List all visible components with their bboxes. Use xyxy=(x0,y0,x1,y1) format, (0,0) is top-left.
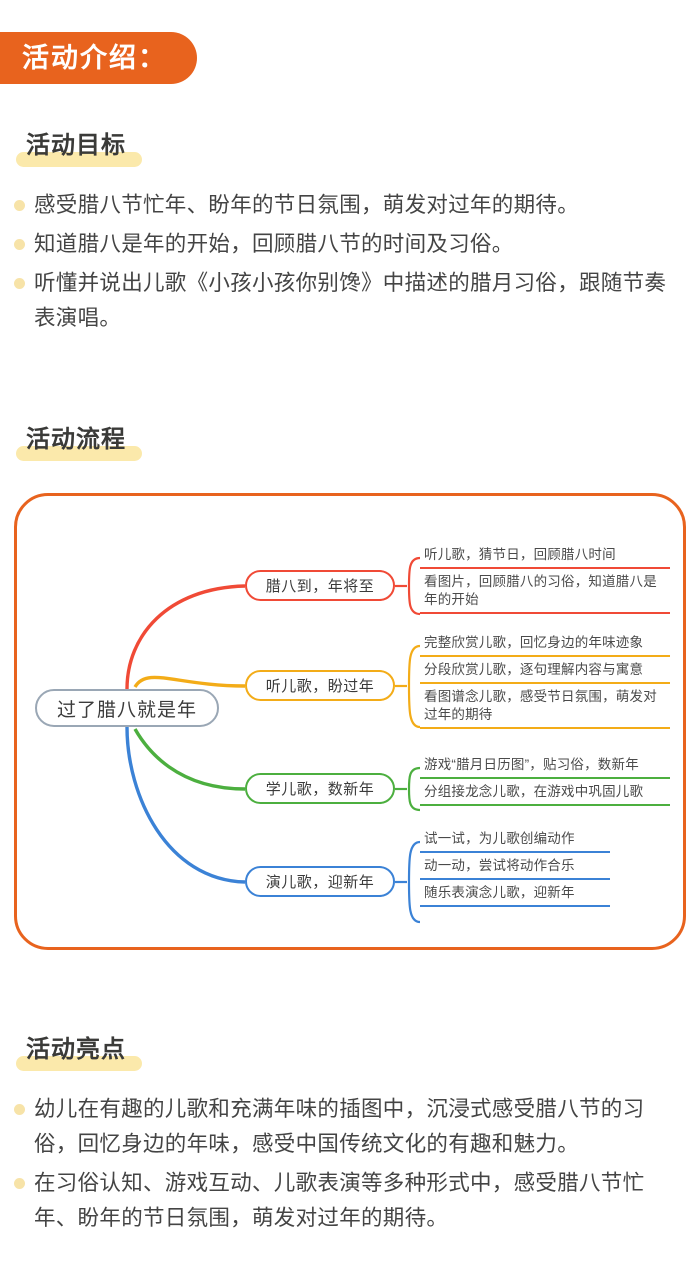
mindmap-branch-node-2[interactable]: 听儿歌，盼过年 xyxy=(245,670,395,701)
section-heading-highlights-text: 活动亮点 xyxy=(16,1038,142,1071)
mindmap-connectors xyxy=(125,556,421,924)
bullet-dot-icon xyxy=(14,278,25,289)
connector-branch-2 xyxy=(133,675,246,688)
connector-branch-1 xyxy=(125,584,246,690)
mindmap-root-node[interactable]: 过了腊八就是年 xyxy=(35,689,219,727)
intro-banner: 活动介绍： xyxy=(0,32,197,84)
mindmap-leaf-group-3: 游戏“腊月日历图”，贴习俗，数新年 分组接龙念儿歌，在游戏中巩固儿歌 xyxy=(420,752,675,806)
mindmap-frame: 过了腊八就是年 腊八到，年将至 听儿歌，猜节日，回顾腊八时间 看图片，回顾腊八的… xyxy=(14,493,686,950)
bullet-dot-icon xyxy=(14,239,25,250)
list-item: 在习俗认知、游戏互动、儿歌表演等多种形式中，感受腊八节忙年、盼年的节日氛围，萌发… xyxy=(14,1166,686,1236)
section-heading-highlights: 活动亮点 xyxy=(16,1038,142,1071)
list-item: 听懂并说出儿歌《小孩小孩你别馋》中描述的腊月习俗，跟随节奏表演唱。 xyxy=(14,266,686,336)
mindmap-leaf[interactable]: 完整欣赏儿歌，回忆身边的年味迹象 xyxy=(420,630,670,657)
connector-branch-4 xyxy=(125,726,246,884)
mindmap-leaf[interactable]: 分段欣赏儿歌，逐句理解内容与寓意 xyxy=(420,657,670,684)
mindmap-branch-node-1[interactable]: 腊八到，年将至 xyxy=(245,570,395,601)
bullet-dot-icon xyxy=(14,200,25,211)
section-heading-flow: 活动流程 xyxy=(16,428,142,461)
mindmap-leaf[interactable]: 游戏“腊月日历图”，贴习俗，数新年 xyxy=(420,752,670,779)
bullet-dot-icon xyxy=(14,1178,25,1189)
connector-branch-3 xyxy=(133,728,246,791)
mindmap-leaf[interactable]: 看图片，回顾腊八的习俗，知道腊八是年的开始 xyxy=(420,569,670,614)
list-item-text: 感受腊八节忙年、盼年的节日氛围，萌发对过年的期待。 xyxy=(34,193,580,217)
mindmap-leaf[interactable]: 动一动，尝试将动作合乐 xyxy=(420,853,610,880)
mindmap-leaf-group-2: 完整欣赏儿歌，回忆身边的年味迹象 分段欣赏儿歌，逐句理解内容与寓意 看图谱念儿歌… xyxy=(420,630,675,729)
section-heading-flow-text: 活动流程 xyxy=(16,428,142,461)
mindmap-leaf[interactable]: 听儿歌，猜节日，回顾腊八时间 xyxy=(420,542,670,569)
mindmap-branch-node-4[interactable]: 演儿歌，迎新年 xyxy=(245,866,395,897)
goals-list: 感受腊八节忙年、盼年的节日氛围，萌发对过年的期待。 知道腊八是年的开始，回顾腊八… xyxy=(14,188,686,340)
list-item: 知道腊八是年的开始，回顾腊八节的时间及习俗。 xyxy=(14,227,686,262)
list-item: 幼儿在有趣的儿歌和充满年味的插图中，沉浸式感受腊八节的习俗，回忆身边的年味，感受… xyxy=(14,1092,686,1162)
mindmap-leaf-group-4: 试一试，为儿歌创编动作 动一动，尝试将动作合乐 随乐表演念儿歌，迎新年 xyxy=(420,826,675,907)
list-item: 感受腊八节忙年、盼年的节日氛围，萌发对过年的期待。 xyxy=(14,188,686,223)
mindmap-leaf[interactable]: 看图谱念儿歌，感受节日氛围，萌发对过年的期待 xyxy=(420,684,670,729)
list-item-text: 幼儿在有趣的儿歌和充满年味的插图中，沉浸式感受腊八节的习俗，回忆身边的年味，感受… xyxy=(34,1097,645,1156)
mindmap-leaf-group-1: 听儿歌，猜节日，回顾腊八时间 看图片，回顾腊八的习俗，知道腊八是年的开始 xyxy=(420,542,675,614)
mindmap-leaf[interactable]: 试一试，为儿歌创编动作 xyxy=(420,826,610,853)
bullet-dot-icon xyxy=(14,1104,25,1115)
mindmap-leaf[interactable]: 随乐表演念儿歌，迎新年 xyxy=(420,880,610,907)
section-heading-goals: 活动目标 xyxy=(16,134,142,167)
intro-banner-wrap: 活动介绍： xyxy=(0,32,197,84)
mindmap-leaf[interactable]: 分组接龙念儿歌，在游戏中巩固儿歌 xyxy=(420,779,670,806)
list-item-text: 知道腊八是年的开始，回顾腊八节的时间及习俗。 xyxy=(34,232,514,256)
list-item-text: 在习俗认知、游戏互动、儿歌表演等多种形式中，感受腊八节忙年、盼年的节日氛围，萌发… xyxy=(34,1171,645,1230)
list-item-text: 听懂并说出儿歌《小孩小孩你别馋》中描述的腊月习俗，跟随节奏表演唱。 xyxy=(34,271,667,330)
highlights-list: 幼儿在有趣的儿歌和充满年味的插图中，沉浸式感受腊八节的习俗，回忆身边的年味，感受… xyxy=(14,1092,686,1240)
section-heading-goals-text: 活动目标 xyxy=(16,134,142,167)
mindmap-branch-node-3[interactable]: 学儿歌，数新年 xyxy=(245,773,395,804)
